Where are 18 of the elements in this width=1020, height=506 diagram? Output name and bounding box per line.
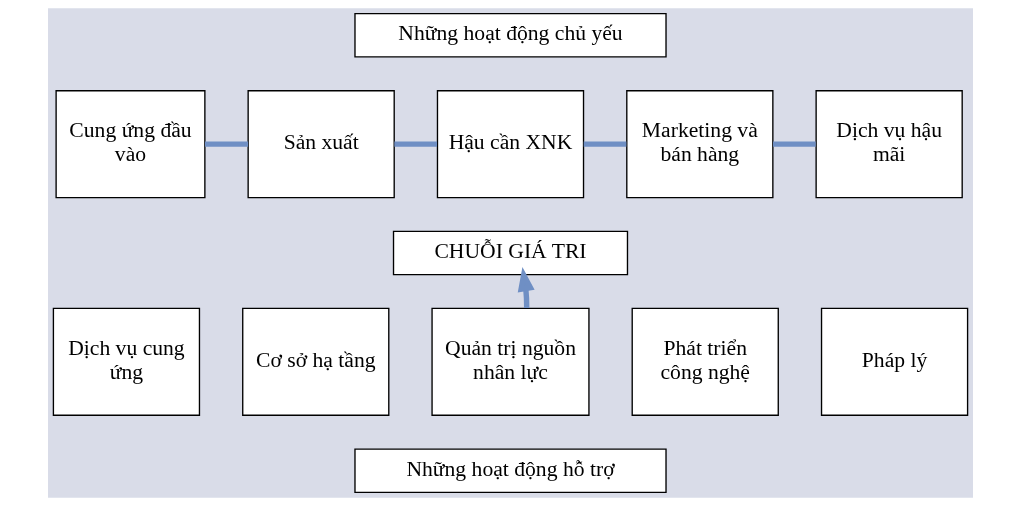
node-box: Sản xuất: [246, 90, 395, 199]
connector: [583, 141, 626, 147]
node-box: Những hoạt động hỗ trợ: [353, 448, 667, 494]
connector: [772, 141, 816, 147]
node-box: Dịch vụ cung ứng: [52, 307, 200, 416]
node-box: Dịch vụ hậu mãi: [814, 90, 963, 199]
node-box: Quản trị nguồn nhân lực: [430, 307, 590, 416]
node-box: Cung ứng đầu vào: [54, 90, 206, 199]
node-box: CHUỖI GIÁ TRI: [392, 230, 628, 276]
node-box: Những hoạt động chủ yếu: [353, 12, 667, 58]
node-box: Cơ sở hạ tầng: [241, 307, 389, 416]
node-box: Phát triển công nghệ: [631, 307, 779, 416]
connector: [204, 141, 248, 147]
node-box: Hậu cần XNK: [436, 90, 584, 199]
node-box: Pháp lý: [820, 307, 968, 416]
node-box: Marketing và bán hàng: [625, 90, 774, 199]
connector: [393, 141, 437, 147]
arrow: [517, 267, 535, 309]
